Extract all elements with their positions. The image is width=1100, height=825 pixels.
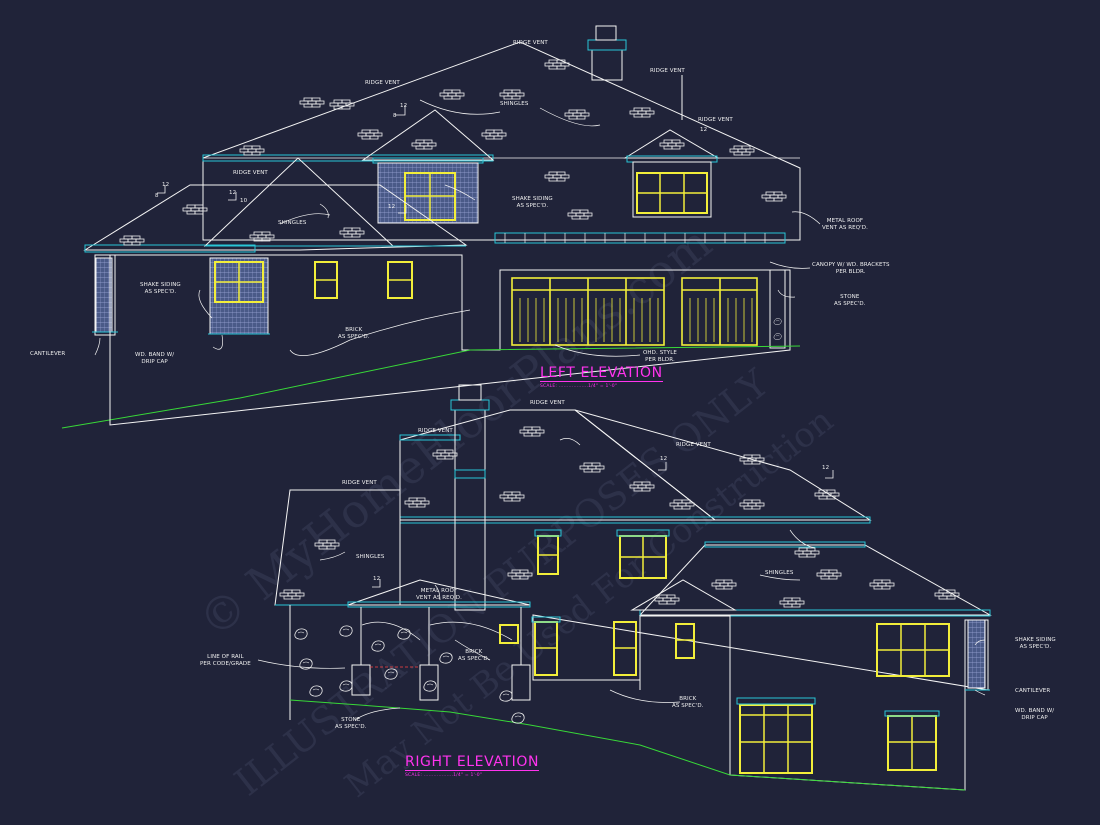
left-roof-fascia bbox=[202, 154, 494, 162]
pitch-label-10: 10 bbox=[240, 198, 248, 204]
right-lower-wall bbox=[532, 614, 989, 791]
right-note-metal-roof: METAL ROOF VENT AS REQ'D. bbox=[416, 588, 462, 601]
right-note-ridge-vent-2: RIDGE VENT bbox=[418, 428, 453, 434]
right-window-5 bbox=[675, 623, 695, 659]
right-porch-roof bbox=[347, 579, 531, 606]
right-note-cantilever: CANTILEVER bbox=[1015, 688, 1051, 694]
right-shake-column bbox=[967, 619, 986, 689]
left-note-shingles-1: SHINGLES bbox=[500, 101, 529, 107]
left-dormer-roof bbox=[623, 129, 720, 159]
pitch-label-8-a: 8 bbox=[155, 193, 159, 199]
left-note-canopy: CANOPY W/ WD. BRACKETS PER BLDR. bbox=[812, 262, 890, 275]
leader-lines bbox=[94, 99, 986, 721]
left-canopy bbox=[494, 232, 786, 244]
left-note-cantilever: CANTILEVER bbox=[30, 351, 66, 357]
left-low-roof bbox=[83, 184, 468, 251]
left-center-gable bbox=[361, 109, 495, 161]
right-front-gable bbox=[630, 579, 737, 611]
left-main-roof bbox=[202, 41, 801, 241]
pitch-label-8-b: 8 bbox=[393, 113, 397, 119]
left-garage-door-single bbox=[681, 277, 758, 346]
right-note-shingles-2: SHINGLES bbox=[765, 570, 794, 576]
left-note-ridge-vent-2: RIDGE VENT bbox=[650, 68, 685, 74]
left-cantilever-wall bbox=[94, 254, 116, 336]
left-elevation bbox=[61, 25, 801, 429]
left-note-ridge-vent-1: RIDGE VENT bbox=[513, 40, 548, 46]
left-note-shingles-2: SHINGLES bbox=[278, 220, 307, 226]
pitch-label-12-h: 12 bbox=[373, 576, 381, 582]
left-note-ridge-vent-3: RIDGE VENT bbox=[365, 80, 400, 86]
left-elevation-title: LEFT ELEVATION bbox=[540, 365, 663, 382]
right-porch-col-1 bbox=[351, 664, 371, 696]
right-note-shake-siding: SHAKE SIDING AS SPEC'D. bbox=[1015, 637, 1056, 650]
right-note-shingles-1: SHINGLES bbox=[356, 554, 385, 560]
pitch-label-12-e: 12 bbox=[700, 127, 708, 133]
pitch-label-12-d: 12 bbox=[388, 204, 396, 210]
right-note-stone: STONE AS SPEC'D. bbox=[335, 717, 367, 730]
left-note-brick: BRICK AS SPEC'D. bbox=[338, 327, 370, 340]
right-note-brick-1: BRICK AS SPEC'D. bbox=[458, 649, 490, 662]
right-porch-window bbox=[499, 624, 519, 644]
pitch-label-12-c: 12 bbox=[229, 190, 237, 196]
left-note-shake-siding-2: SHAKE SIDING AS SPEC'D. bbox=[140, 282, 181, 295]
right-main-roof bbox=[399, 409, 717, 521]
right-elevation-scale: SCALE: ..................1/4" = 1'-0" bbox=[405, 773, 483, 778]
left-note-ridge-vent-5: RIDGE VENT bbox=[233, 170, 268, 176]
right-grade-line bbox=[289, 699, 966, 791]
left-stones bbox=[773, 318, 782, 340]
pitch-label-12-a: 12 bbox=[162, 182, 170, 188]
right-note-ridge-vent-4: RIDGE VENT bbox=[342, 480, 377, 486]
left-dormer-wall bbox=[632, 161, 712, 218]
left-chimney bbox=[591, 49, 623, 81]
right-elevation bbox=[274, 384, 992, 791]
pitch-label-12-f: 12 bbox=[660, 456, 668, 462]
left-note-shake-siding-1: SHAKE SIDING AS SPEC'D. bbox=[512, 196, 553, 209]
right-note-wd-band: WD. BAND W/ DRIP CAP bbox=[1015, 708, 1055, 721]
pitch-label-12-b: 12 bbox=[400, 103, 408, 109]
left-garage-door-double bbox=[511, 277, 665, 346]
pitch-label-12-g: 12 bbox=[822, 465, 830, 471]
right-left-roof bbox=[274, 489, 401, 606]
right-note-line-of-rail: LINE OF RAIL PER CODE/GRADE bbox=[200, 654, 251, 667]
left-note-metal-roof: METAL ROOF VENT AS REQ'D. bbox=[822, 218, 868, 231]
right-note-ridge-vent-1: RIDGE VENT bbox=[530, 400, 565, 406]
right-porch-col-3 bbox=[511, 664, 531, 701]
left-elevation-scale: SCALE: ..................1/4" = 1'-0" bbox=[540, 384, 618, 389]
left-note-garage-door: OHD. STYLE PER BLDR. bbox=[643, 350, 677, 363]
left-lower-wall bbox=[109, 254, 791, 426]
right-note-brick-2: BRICK AS SPEC'D. bbox=[672, 696, 704, 709]
left-stone-column bbox=[769, 269, 786, 349]
left-note-wd-band: WD. BAND W/ DRIP CAP bbox=[135, 352, 175, 365]
left-note-ridge-vent-4: RIDGE VENT bbox=[698, 117, 733, 123]
right-window-7 bbox=[739, 704, 813, 774]
right-note-ridge-vent-3: RIDGE VENT bbox=[676, 442, 711, 448]
left-note-stone: STONE AS SPEC'D. bbox=[834, 294, 866, 307]
left-grade-line bbox=[61, 345, 801, 429]
right-elevation-title: RIGHT ELEVATION bbox=[405, 754, 540, 771]
